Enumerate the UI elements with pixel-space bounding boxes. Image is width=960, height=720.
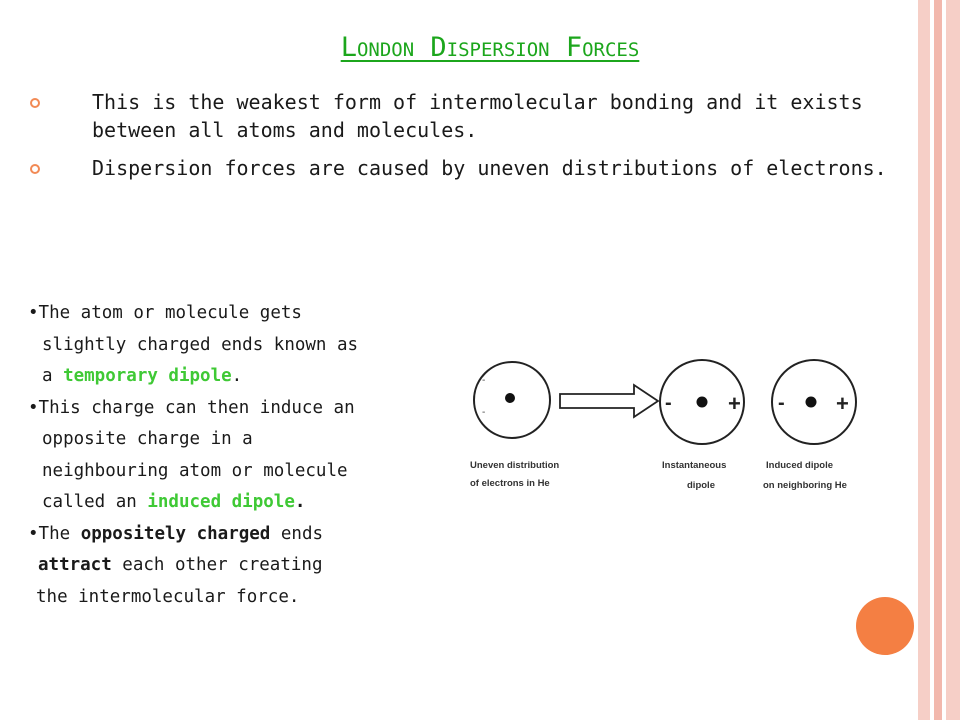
detail-line: attract each other creating [28, 550, 448, 582]
highlight-term: temporary dipole [63, 366, 232, 386]
detail-line: •The atom or molecule gets [28, 298, 448, 330]
bullet-item: This is the weakest form of intermolecul… [30, 88, 890, 144]
detail-line: •The oppositely charged ends [28, 519, 448, 551]
caption-text: on neighboring He [763, 480, 847, 491]
minus-sign: - [482, 407, 485, 418]
nucleus-dot [696, 396, 708, 408]
detail-text: •The [28, 523, 81, 544]
detail-line: neighbouring atom or molecule [28, 456, 448, 488]
minus-sign: - [482, 375, 485, 386]
detail-text: called an [42, 492, 148, 512]
detail-text: opposite charge in a [42, 429, 253, 449]
detail-line: opposite charge in a [28, 424, 448, 456]
detail-text: slightly charged ends known as [42, 334, 359, 355]
detail-text: . [294, 492, 306, 512]
minus-sign: - [778, 392, 785, 414]
nucleus-dot [805, 396, 817, 408]
highlight-term: induced dipole [147, 492, 295, 512]
bold-term: attract [38, 555, 112, 575]
dipole-diagram: - - - + - + Uneven distribution of elect… [470, 359, 857, 491]
arrow-icon [559, 383, 660, 419]
caption-text: Uneven distribution [470, 460, 559, 471]
decorative-orange-circle [856, 597, 914, 655]
decorative-stripe [946, 0, 960, 720]
bullet-item: Dispersion forces are caused by uneven d… [30, 154, 890, 182]
detail-text: . [231, 366, 243, 386]
minus-sign: - [665, 392, 672, 414]
detail-text: neighbouring atom or molecule [42, 460, 348, 481]
bullet-text: This is the weakest form of intermolecul… [92, 90, 863, 142]
detail-text-block: •The atom or molecule gets slightly char… [28, 298, 448, 613]
detail-line: a temporary dipole. [28, 361, 448, 393]
decorative-stripe [942, 0, 946, 720]
detail-text: the intermolecular force. [36, 586, 300, 607]
bullet-list: This is the weakest form of intermolecul… [30, 88, 890, 192]
bullet-icon [30, 98, 40, 108]
caption-text: Instantaneous [662, 460, 726, 471]
plus-sign: + [728, 391, 741, 416]
nucleus-dot [505, 393, 515, 403]
detail-text: each other creating [111, 555, 323, 575]
decorative-stripe [918, 0, 930, 720]
caption-text: Induced dipole [766, 460, 833, 471]
detail-text: a [42, 366, 64, 386]
decorative-stripe [930, 0, 934, 720]
detail-text: ends [270, 523, 324, 544]
detail-line: called an induced dipole. [28, 487, 448, 519]
detail-line: slightly charged ends known as [28, 330, 448, 362]
decorative-stripe [934, 0, 942, 720]
bullet-text: Dispersion forces are caused by uneven d… [92, 156, 887, 180]
slide-title: London Dispersion Forces [340, 32, 640, 63]
caption-text: dipole [687, 480, 715, 491]
detail-line: the intermolecular force. [28, 582, 448, 614]
detail-line: •This charge can then induce an [28, 393, 448, 425]
detail-text: •The atom or molecule gets [28, 303, 302, 323]
caption-text: of electrons in He [470, 478, 550, 489]
bold-term: oppositely charged [80, 523, 271, 544]
plus-sign: + [836, 391, 849, 416]
detail-text: •This charge can then induce an [28, 397, 355, 418]
bullet-icon [30, 164, 40, 174]
